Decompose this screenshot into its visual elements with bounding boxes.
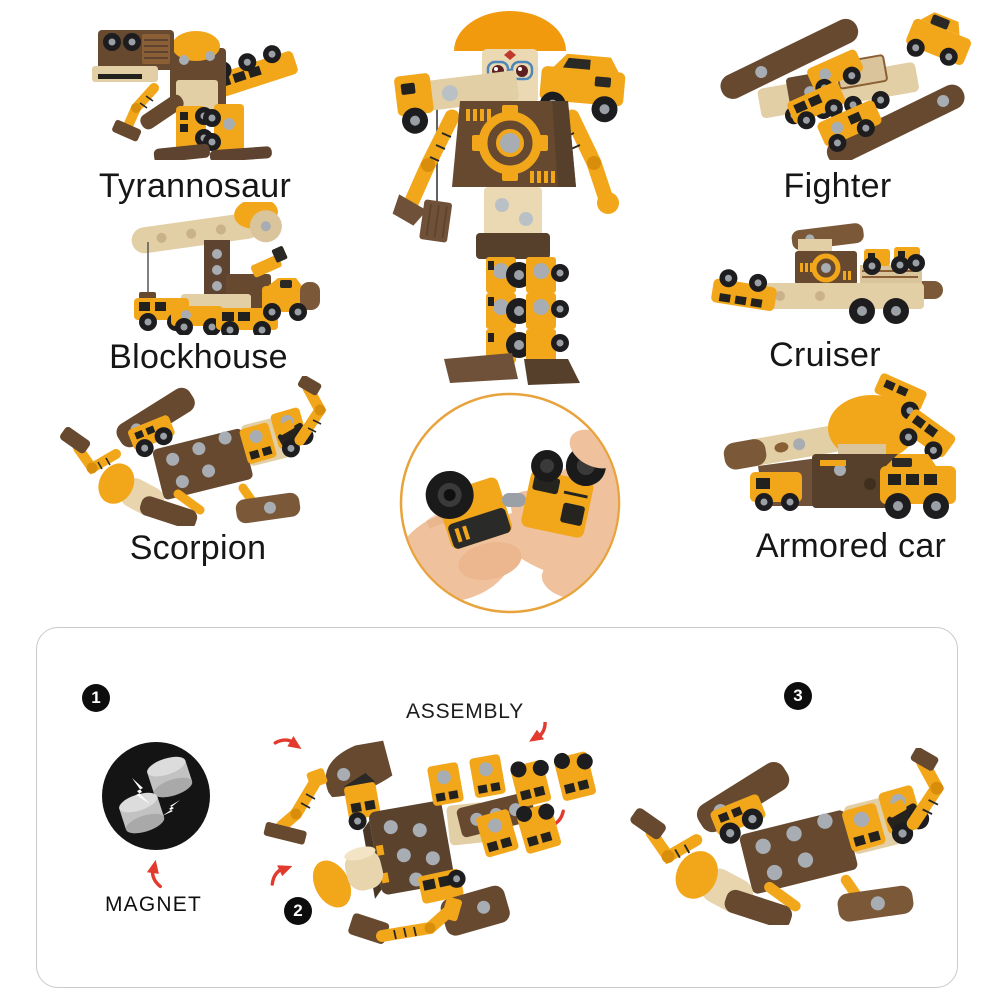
step-number-2: 2 — [293, 901, 303, 920]
fighter-toy-image — [720, 12, 972, 160]
toy-label-armored-car: Armored car — [755, 527, 947, 565]
toy-label-tyrannosaur: Tyrannosaur — [98, 167, 292, 205]
magnet-icon — [98, 738, 214, 854]
robot-right-foot — [524, 359, 580, 385]
toy-figure-blockhouse: Blockhouse — [76, 202, 321, 376]
hands-connecting-blocks-image — [399, 392, 621, 614]
robot-hat — [454, 11, 566, 51]
toy-label-cruiser: Cruiser — [769, 336, 881, 374]
magnet-icon-image — [102, 742, 210, 850]
robot-crane-weight — [419, 199, 452, 243]
magnet-pin — [502, 493, 526, 507]
exploded-parts-image — [263, 722, 596, 944]
tyrannosaur-toy-image — [92, 30, 298, 160]
toy-figure-cruiser: Cruiser — [700, 213, 950, 374]
toy-figure-tyrannosaur: Tyrannosaur — [84, 8, 306, 205]
exploded-parts-diagram — [262, 722, 642, 972]
crane-arm-part — [263, 768, 328, 845]
toy-label-scorpion: Scorpion — [129, 529, 267, 567]
cruiser-toy-image — [711, 223, 943, 324]
armored-car-toy-image — [723, 373, 956, 519]
crane-arm-part-2 — [348, 896, 463, 944]
magnet-arrow-icon — [138, 848, 176, 890]
toy-label-fighter: Fighter — [783, 167, 892, 205]
robot-left-foot — [444, 353, 518, 383]
red-arrow-icon — [273, 728, 307, 759]
robot-left-leg — [486, 257, 532, 363]
toy-figure-armored-car: Armored car — [720, 372, 982, 565]
toy-label-blockhouse: Blockhouse — [109, 338, 288, 376]
step-number-1: 1 — [91, 688, 101, 707]
step-badge-2: 2 — [284, 897, 312, 925]
magnet-label: MAGNET — [104, 893, 203, 916]
assembly-title: ASSEMBLY — [405, 700, 525, 723]
robot-figure-image — [392, 11, 626, 385]
step-badge-1: 1 — [82, 684, 110, 712]
assembled-scorpion-step3 — [628, 748, 958, 925]
toy-figure-fighter: Fighter — [700, 10, 975, 205]
step-number-3: 3 — [793, 686, 803, 705]
toy-figure-scorpion: Scorpion — [58, 376, 338, 567]
scorpion-toy-image — [58, 376, 338, 526]
robot-right-shoulder-truck — [538, 53, 626, 124]
left-truck-block — [425, 470, 513, 549]
red-arrow-icon — [522, 722, 556, 749]
magnet-detail-photo — [398, 391, 622, 615]
blockhouse-toy-image — [131, 202, 320, 335]
assembled-scorpion-image — [628, 748, 958, 925]
robot-figure — [390, 5, 630, 385]
robot-right-leg — [526, 257, 569, 363]
step-badge-3: 3 — [784, 682, 812, 710]
red-arrow-icon — [265, 858, 298, 886]
